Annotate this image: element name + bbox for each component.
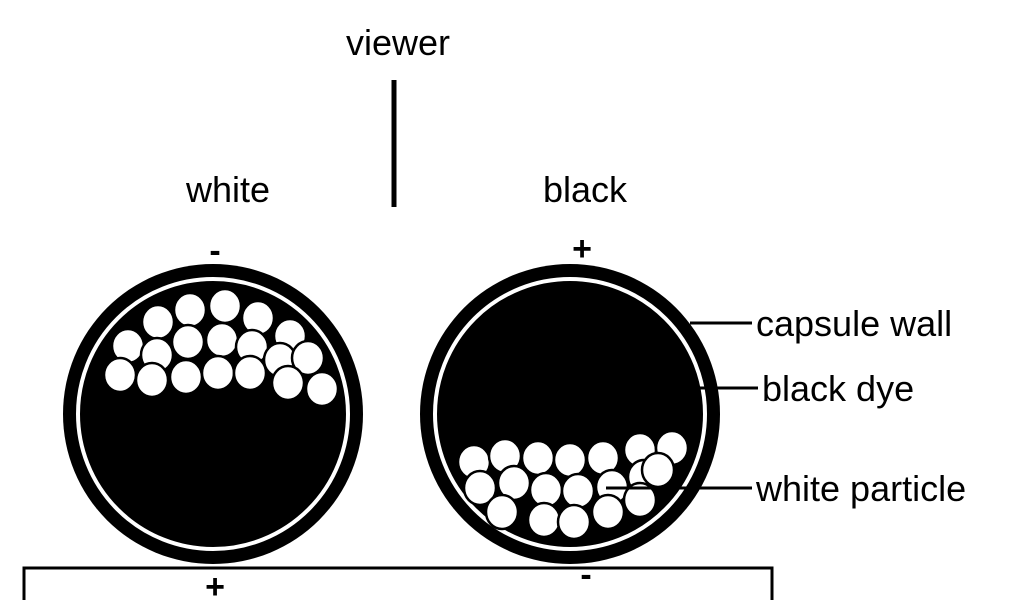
left-white-particle	[234, 356, 266, 390]
left-white-particle	[142, 305, 174, 339]
left-white-particle	[104, 358, 136, 392]
left-white-particle	[172, 325, 204, 359]
right-top-charge: +	[572, 230, 592, 268]
left-white-particle	[202, 356, 234, 390]
right-white-particle	[554, 443, 586, 477]
right-white-particle	[558, 505, 590, 539]
left-white-particle	[306, 372, 338, 406]
right-white-particle	[528, 503, 560, 537]
right-white-particle	[592, 495, 624, 529]
left-state-label: white	[185, 169, 270, 210]
right-white-particle	[562, 474, 594, 508]
right-bottom-charge: -	[580, 556, 591, 594]
left-white-particle	[174, 293, 206, 327]
right-capsule	[420, 264, 720, 564]
right-white-particle	[642, 453, 674, 487]
left-white-particle	[272, 366, 304, 400]
left-white-particle	[136, 363, 168, 397]
left-white-particle	[209, 289, 241, 323]
viewer-label: viewer	[346, 22, 450, 63]
left-bottom-charge: +	[205, 568, 225, 600]
black-dye-label: black dye	[762, 368, 914, 409]
electrode-plate	[24, 568, 772, 600]
white-particle-label: white particle	[755, 468, 966, 509]
right-state-label: black	[543, 169, 628, 210]
right-white-particle	[522, 441, 554, 475]
right-white-particle	[486, 495, 518, 529]
left-white-particle	[206, 323, 238, 357]
capsule-wall-label: capsule wall	[756, 303, 952, 344]
left-white-particle	[170, 360, 202, 394]
left-capsule	[63, 264, 363, 564]
